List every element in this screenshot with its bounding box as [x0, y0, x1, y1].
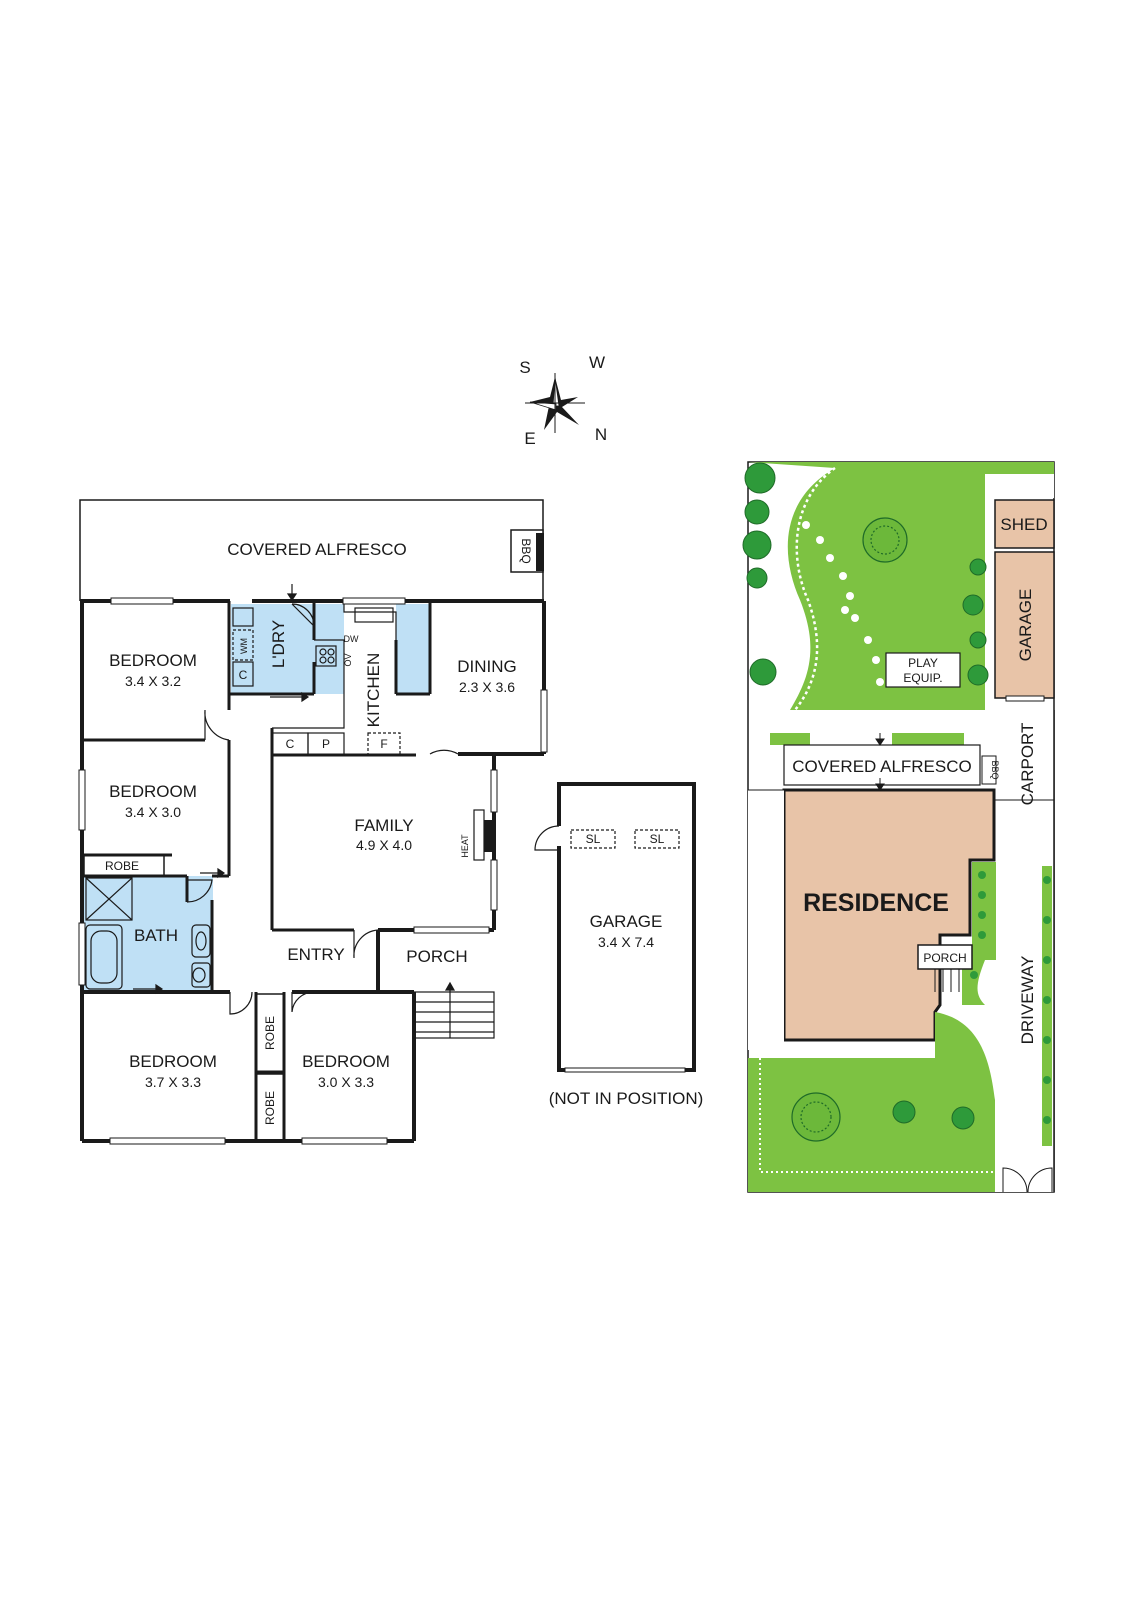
site-porch-label: PORCH [923, 951, 966, 965]
bedroom-4-size: 3.0 X 3.3 [318, 1074, 374, 1090]
play-equip-line1: PLAY [908, 656, 938, 670]
bath-label: BATH [134, 926, 178, 945]
driveway-label: DRIVEWAY [1018, 956, 1037, 1045]
front-lawn [748, 1012, 995, 1192]
heat-label: HEAT [460, 834, 470, 858]
play-equip-line2: EQUIP. [903, 671, 942, 685]
garage-note: (NOT IN POSITION) [549, 1089, 704, 1108]
entry-label: ENTRY [287, 945, 344, 964]
garage-plan: SL SL GARAGE 3.4 X 7.4 (NOT IN POSITION) [534, 782, 704, 1108]
oven-label: OV [343, 653, 353, 666]
compass: S W E N [519, 353, 607, 448]
washing-machine-label: WM [239, 638, 249, 654]
shed-label: SHED [1000, 515, 1047, 534]
residence-label: RESIDENCE [803, 889, 949, 917]
garage-size: 3.4 X 7.4 [598, 934, 654, 950]
site-bbq-label: BBQ [990, 760, 1000, 779]
garage-storage-left-label: SL [586, 832, 601, 846]
kitchen-label: KITCHEN [364, 653, 383, 728]
laundry-cupboard-label: C [239, 668, 248, 682]
kitchen-cupboard-label: C [286, 737, 295, 751]
bbq-unit [536, 533, 544, 571]
site-plan: PLAY EQUIP. SHED GARAGE CARPORT DRIVEWAY… [742, 461, 1055, 1193]
site-covered-alfresco-label: COVERED ALFRESCO [792, 757, 972, 776]
carport-label: CARPORT [1018, 723, 1037, 806]
bedroom-2-name: BEDROOM [109, 782, 197, 801]
porch-label: PORCH [406, 947, 467, 966]
dining-name: DINING [457, 657, 517, 676]
bbq-label: BBQ [519, 538, 533, 563]
bedroom-1-name: BEDROOM [109, 651, 197, 670]
family-size: 4.9 X 4.0 [356, 837, 412, 853]
dishwasher-label: DW [344, 634, 359, 644]
compass-e: E [524, 429, 535, 448]
bedroom-3-name: BEDROOM [129, 1052, 217, 1071]
laundry-label: L'DRY [269, 620, 288, 668]
bedroom-3-size: 3.7 X 3.3 [145, 1074, 201, 1090]
garage-storage-right-label: SL [650, 832, 665, 846]
dining-size: 2.3 X 3.6 [459, 679, 515, 695]
site-garage-label: GARAGE [1016, 589, 1035, 662]
fireplace [484, 820, 494, 852]
laundry-wet-area [231, 604, 319, 694]
bedroom-2-size: 3.4 X 3.0 [125, 804, 181, 820]
bedroom-4-name: BEDROOM [302, 1052, 390, 1071]
house-floor-plan: COVERED ALFRESCO BBQ BEDROOM 3.4 X 3.2 L… [78, 499, 548, 1145]
compass-n: N [595, 425, 607, 444]
back-lawn [795, 468, 985, 710]
bath-robe-label: ROBE [105, 859, 139, 873]
bedroom-4-robe-label: ROBE [263, 1091, 277, 1125]
compass-w: W [589, 353, 605, 372]
garage-name: GARAGE [590, 912, 663, 931]
fridge-label: F [380, 737, 387, 751]
bedroom-1-size: 3.4 X 3.2 [125, 673, 181, 689]
covered-alfresco-label: COVERED ALFRESCO [227, 540, 407, 559]
family-name: FAMILY [354, 816, 413, 835]
compass-s: S [519, 358, 530, 377]
pantry-label: P [322, 737, 330, 751]
compass-rose-icon [525, 373, 585, 433]
residence-footprint [782, 788, 996, 1042]
bedroom-3-robe-label: ROBE [263, 1016, 277, 1050]
